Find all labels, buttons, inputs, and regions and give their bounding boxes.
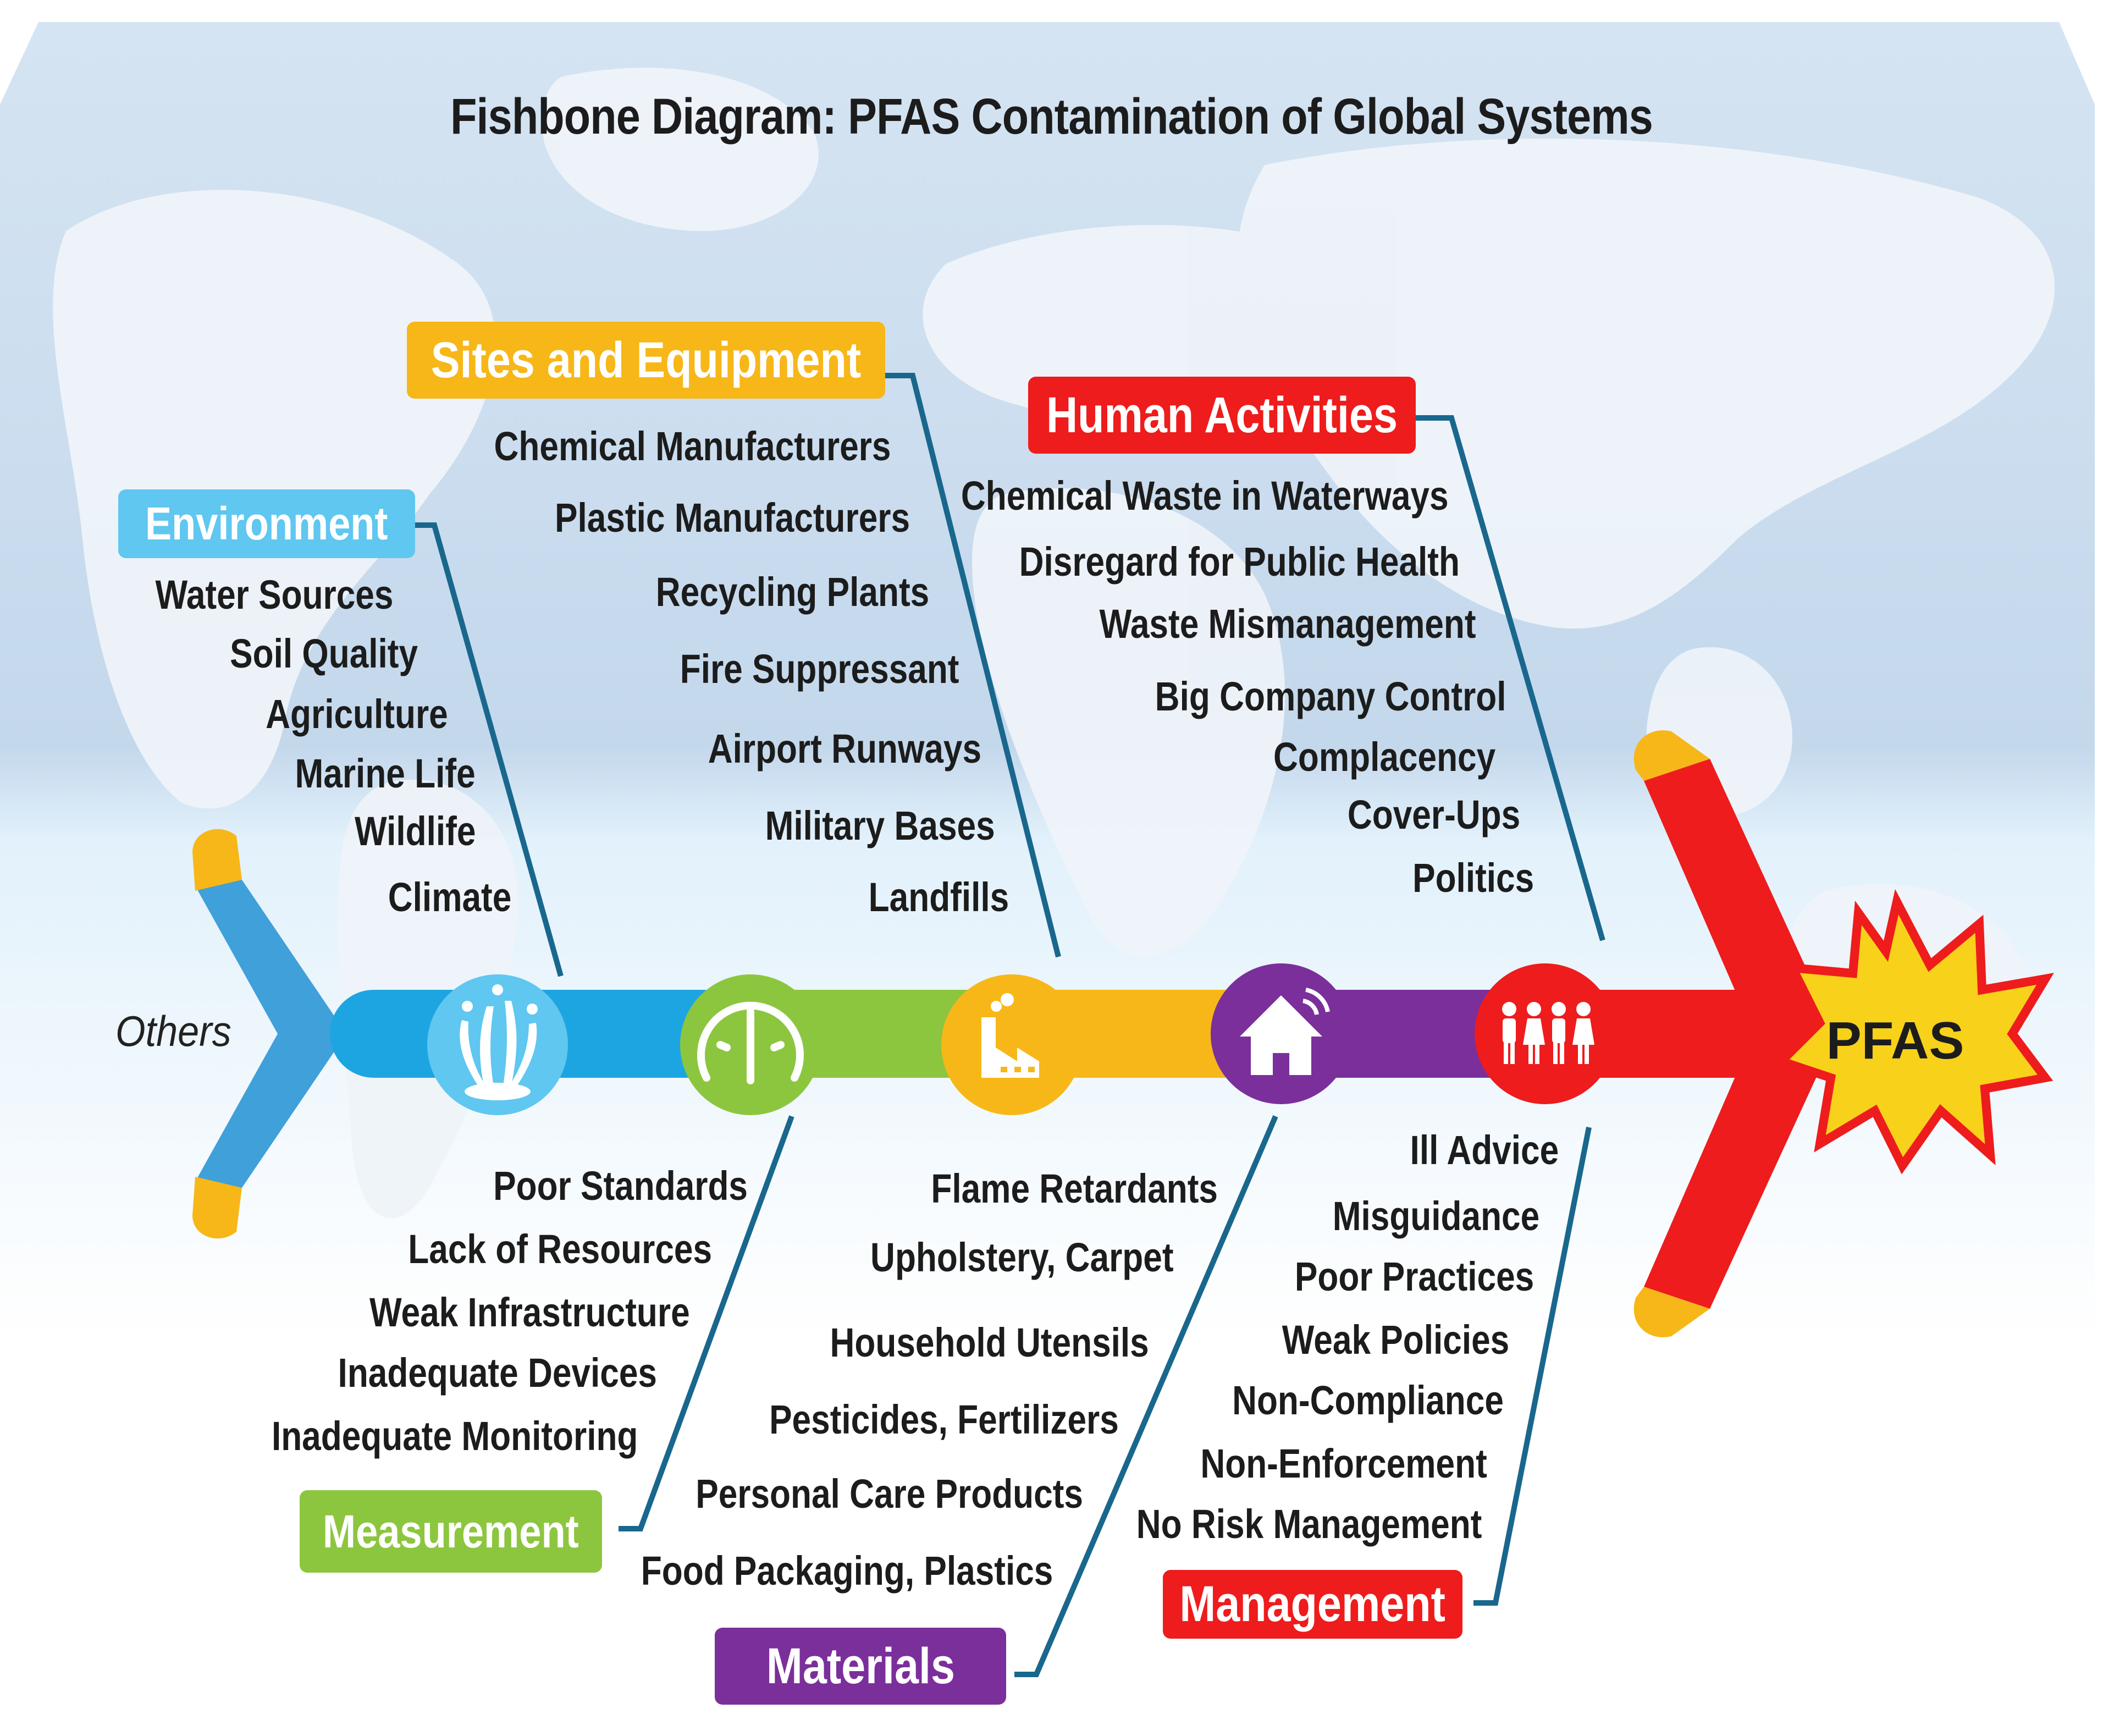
cause-item: Poor Practices	[1294, 1254, 1534, 1299]
node-measurement	[680, 974, 821, 1115]
category-label-human-activities: Human Activities	[1028, 377, 1416, 454]
cause-item: No Risk Management	[1136, 1501, 1482, 1547]
cause-item: Misguidance	[1332, 1193, 1539, 1239]
effect-label: PFAS	[1826, 1011, 1964, 1070]
cause-item: Fire Suppressant	[680, 646, 959, 692]
smart-home-icon	[1240, 988, 1330, 1075]
cause-item: Weak Policies	[1282, 1317, 1509, 1363]
category-label-measurement: Measurement	[300, 1490, 602, 1573]
bone-environment	[415, 522, 564, 977]
cause-item: Soil Quality	[230, 631, 418, 676]
factory-icon	[981, 993, 1039, 1078]
cause-item: Climate	[388, 874, 511, 920]
cause-item: Flame Retardants	[931, 1166, 1218, 1211]
cause-item: Water Sources	[155, 572, 393, 618]
diagram-title: Fishbone Diagram: PFAS Contamination of …	[450, 89, 1653, 145]
node-sites-equipment	[941, 974, 1082, 1115]
cause-item: Airport Runways	[708, 726, 981, 771]
category-label-sites-equipment: Sites and Equipment	[407, 322, 885, 399]
cause-item: Complacency	[1273, 734, 1495, 780]
pfas-starburst	[1773, 889, 2054, 1175]
cause-item: Chemical Waste in Waterways	[961, 473, 1449, 519]
cause-item: Poor Standards	[493, 1163, 748, 1209]
tail-chevron	[192, 829, 346, 1239]
water-splash-icon	[460, 984, 538, 1100]
cause-item: Household Utensils	[830, 1320, 1149, 1365]
category-label-materials: Materials	[715, 1628, 1006, 1705]
category-label-management: Management	[1163, 1570, 1462, 1639]
cause-item: Politics	[1412, 855, 1534, 901]
cause-item: Inadequate Monitoring	[271, 1413, 638, 1459]
cause-item: Landfills	[868, 874, 1009, 920]
cause-item: Wildlife	[354, 808, 476, 854]
cause-item: Upholstery, Carpet	[870, 1235, 1174, 1280]
cause-item: Disregard for Public Health	[1019, 539, 1460, 585]
people-group-icon	[1502, 1002, 1594, 1064]
cause-item: Agriculture	[266, 691, 448, 737]
bone-measurement	[619, 1115, 794, 1531]
gauge-icon	[697, 1001, 804, 1084]
cause-item: Inadequate Devices	[338, 1350, 657, 1396]
cause-item: Plastic Manufacturers	[554, 495, 910, 541]
node-environment	[427, 974, 568, 1115]
node-materials	[1211, 963, 1351, 1104]
cause-item: Military Bases	[765, 803, 995, 848]
bone-materials	[1014, 1115, 1278, 1677]
cause-item: Cover-Ups	[1347, 792, 1520, 837]
cause-item: Personal Care Products	[696, 1471, 1083, 1517]
bone-sites-equipment	[885, 373, 1061, 958]
bones	[415, 373, 1605, 1677]
cause-item: Weak Infrastructure	[369, 1289, 690, 1335]
cause-item: Recycling Plants	[655, 569, 929, 615]
cause-item: Ill Advice	[1410, 1127, 1559, 1173]
others-label: Others	[115, 1007, 231, 1055]
bone-human-activities	[1416, 415, 1605, 941]
cause-item: Non-Compliance	[1232, 1377, 1504, 1423]
cause-item: Big Company Control	[1155, 674, 1506, 719]
cause-item: Lack of Resources	[408, 1226, 712, 1272]
cause-item: Pesticides, Fertilizers	[769, 1397, 1119, 1442]
cause-item: Marine Life	[295, 751, 476, 796]
category-label-environment: Environment	[118, 489, 415, 558]
bone-management	[1473, 1127, 1592, 1606]
head-chevron	[1633, 730, 1836, 1337]
node-human-activities	[1475, 963, 1615, 1104]
cause-item: Food Packaging, Plastics	[641, 1548, 1053, 1594]
cause-item: Waste Mismanagement	[1099, 601, 1476, 647]
cause-item: Chemical Manufacturers	[494, 423, 891, 469]
cause-item: Non-Enforcement	[1200, 1441, 1487, 1486]
